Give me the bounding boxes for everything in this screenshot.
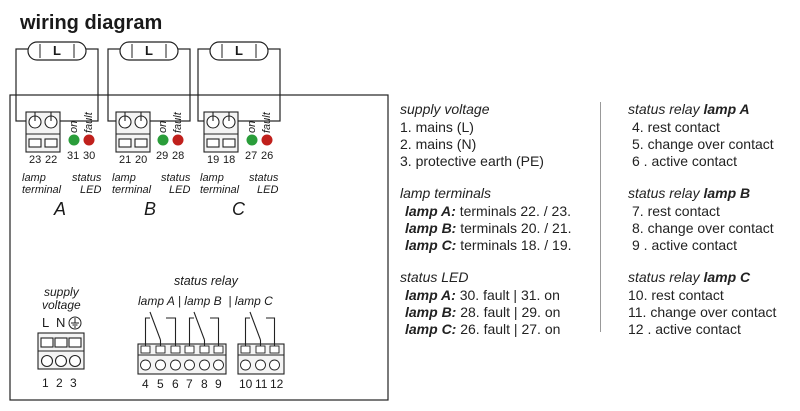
legend-status-led: status LED lamp A: 30. fault | 31. on la… bbox=[400, 269, 561, 337]
page-title: wiring diagram bbox=[20, 12, 163, 34]
lamp-b-terminal-num: 21 bbox=[119, 154, 132, 166]
lamp-a-on-led bbox=[68, 134, 80, 146]
lamp-c-led-num: 27 bbox=[245, 150, 258, 162]
lamp-c-led-num: 26 bbox=[261, 150, 274, 162]
lamp-c-on-led bbox=[246, 134, 258, 146]
relay-terminal-num: 8 bbox=[201, 377, 208, 391]
lamp-c-fault-led bbox=[261, 134, 273, 146]
status-relay-groups-label: lamp A | lamp B | lamp C bbox=[138, 294, 273, 308]
status-relay-terminal-block-ab bbox=[137, 343, 227, 375]
lamp-c-tube-icon bbox=[209, 41, 269, 61]
lamp-b-on-label: on bbox=[157, 120, 169, 133]
lamp-a-symbol-label: L bbox=[53, 43, 61, 58]
lamp-a-terminal-num: 23 bbox=[29, 154, 42, 166]
lamp-b-fault-led bbox=[172, 134, 184, 146]
earth-symbol-icon bbox=[68, 316, 82, 330]
legend-left-column: supply voltage 1. mains (L) 2. mains (N)… bbox=[400, 101, 572, 353]
relay-contacts bbox=[144, 311, 276, 346]
lamp-b-led-num: 29 bbox=[156, 150, 169, 162]
lamp-a-fault-led bbox=[83, 134, 95, 146]
relay-terminal-num: 9 bbox=[215, 377, 222, 391]
wiring-diagram-figure bbox=[9, 41, 389, 401]
lamp-b-led-num: 28 bbox=[172, 150, 185, 162]
supply-terminal-num: 3 bbox=[70, 376, 77, 390]
lamp-a-led-num: 31 bbox=[67, 150, 80, 162]
lamp-b-fault-label: fault bbox=[172, 112, 184, 133]
lamp-c-letter: C bbox=[232, 199, 245, 219]
relay-terminal-num: 12 bbox=[270, 377, 284, 391]
relay-terminal-num: 11 bbox=[255, 377, 268, 391]
lamp-b-on-led bbox=[157, 134, 169, 146]
lamp-a-fault-label: fault bbox=[83, 112, 95, 133]
relay-terminal-num: 7 bbox=[186, 377, 193, 391]
lamp-c-fault-label: fault bbox=[261, 112, 273, 133]
lamp-a-letter: A bbox=[54, 199, 67, 219]
relay-terminal-num: 4 bbox=[142, 377, 149, 391]
legend-relay-c: status relay lamp C 10. rest contact 11.… bbox=[628, 269, 777, 337]
relay-terminal-num: 5 bbox=[157, 377, 164, 391]
device-enclosure bbox=[9, 94, 389, 401]
lamp-c-symbol-label: L bbox=[235, 43, 243, 58]
supply-terminal-block bbox=[37, 332, 85, 370]
legend-relay-b: status relay lamp B 7. rest contact 8. c… bbox=[628, 185, 774, 253]
lamp-c-terminal-num: 18 bbox=[223, 154, 236, 166]
supply-symbol-n: N bbox=[56, 315, 66, 330]
lamp-a-on-label: on bbox=[68, 120, 80, 133]
supply-symbol-l: L bbox=[42, 315, 50, 330]
lamp-b-letter: B bbox=[144, 199, 157, 219]
relay-terminal-num: 6 bbox=[172, 377, 179, 391]
lamp-b-tube-icon bbox=[119, 41, 179, 61]
lamp-a-terminal-num: 22 bbox=[45, 154, 58, 166]
legend-divider bbox=[600, 102, 601, 332]
relay-terminal-num: 10 bbox=[239, 377, 253, 391]
legend-relay-a: status relay lamp A 4. rest contact 5. c… bbox=[628, 101, 774, 169]
legend-lamp-terminals: lamp terminals lamp A: terminals 22. / 2… bbox=[400, 185, 572, 253]
supply-terminal-num: 1 bbox=[42, 376, 49, 390]
lamp-c-terminal-num: 19 bbox=[207, 154, 220, 166]
supply-terminal-num: 2 bbox=[56, 376, 63, 390]
status-relay-label: status relay bbox=[174, 274, 238, 288]
lamp-c-on-label: on bbox=[246, 120, 258, 133]
legend-supply-voltage: supply voltage 1. mains (L) 2. mains (N)… bbox=[400, 101, 544, 169]
legend-right-column: status relay lamp A 4. rest contact 5. c… bbox=[628, 101, 776, 353]
lamp-b-symbol-label: L bbox=[145, 43, 153, 58]
lamp-a-tube-icon bbox=[27, 41, 87, 61]
lamp-b-terminal-num: 20 bbox=[135, 154, 148, 166]
lamp-a-led-num: 30 bbox=[83, 150, 96, 162]
